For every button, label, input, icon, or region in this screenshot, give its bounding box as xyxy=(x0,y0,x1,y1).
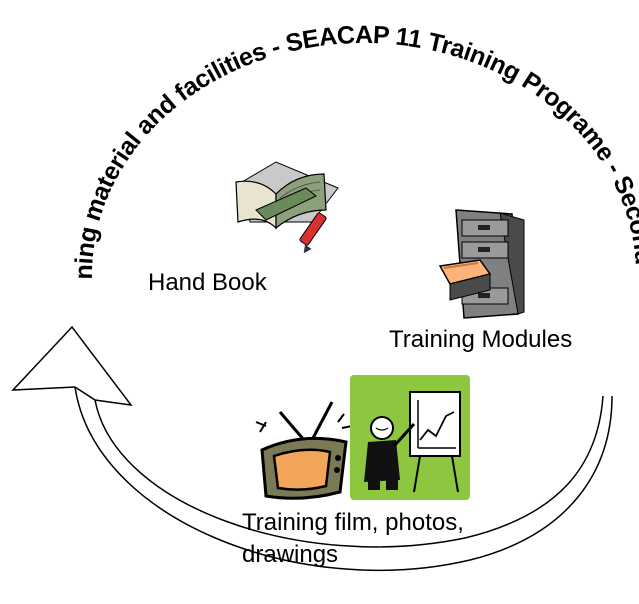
open-book-with-pencil-icon xyxy=(235,161,339,254)
media-label-line2: drawings xyxy=(242,541,339,568)
presenter-chart-icon xyxy=(350,375,470,500)
cycle-arrow xyxy=(74,386,613,572)
television-icon xyxy=(255,401,353,500)
arc-title: Training material and facilities - SEACA… xyxy=(0,0,639,280)
arrow-head xyxy=(11,325,133,406)
filing-cabinet-icon xyxy=(438,209,525,319)
media-label-line1: Training film, photos, xyxy=(242,509,464,536)
handbook-label: Hand Book xyxy=(148,269,267,296)
training-modules-label: Training Modules xyxy=(389,326,573,353)
